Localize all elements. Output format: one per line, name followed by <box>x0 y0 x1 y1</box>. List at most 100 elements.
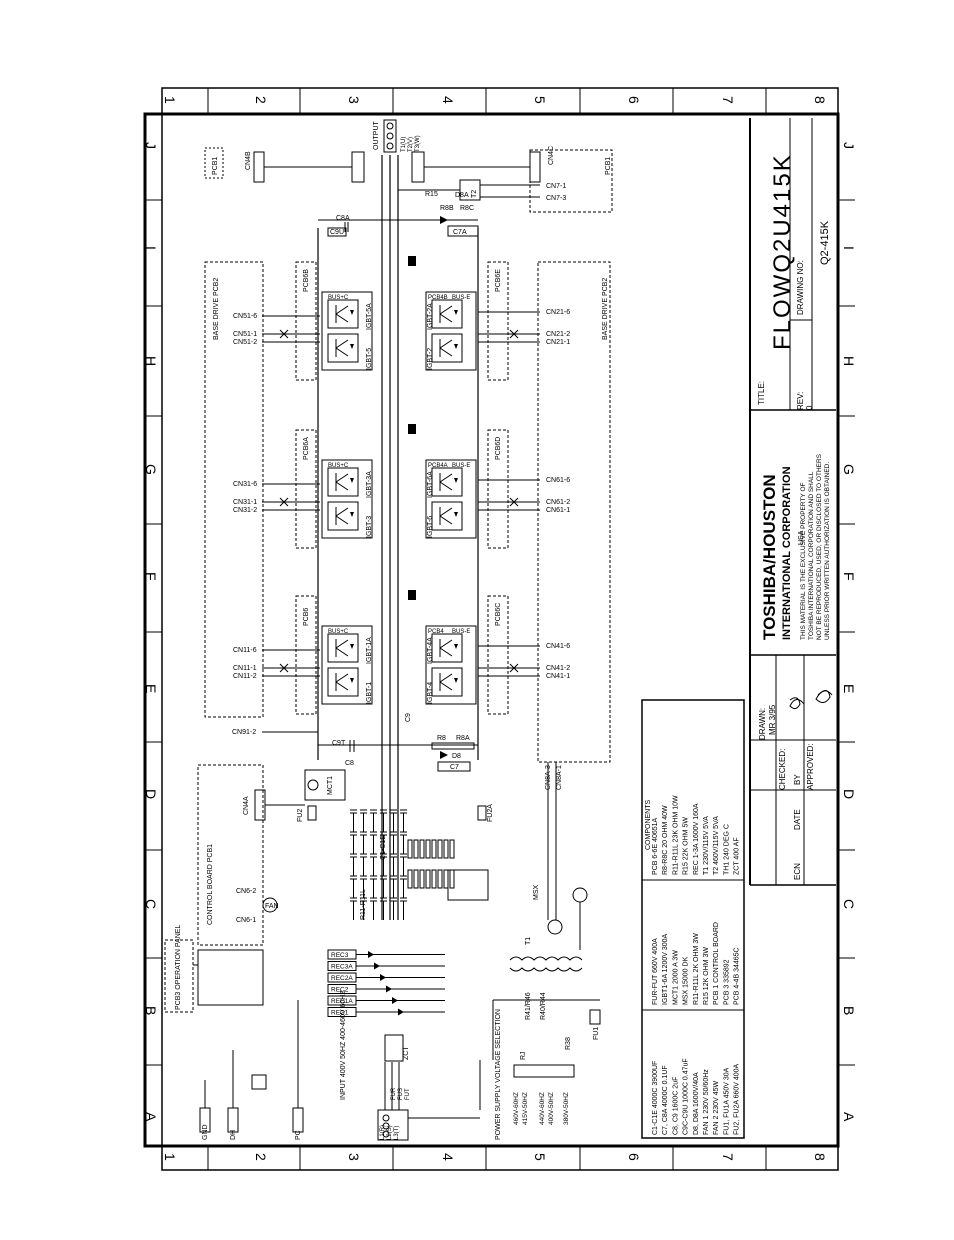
bus-minus-label: BUS-E <box>452 295 470 301</box>
rectifier-label: REC3A <box>331 964 353 971</box>
grid-number-bottom: 1 <box>162 1153 178 1161</box>
igbt-switch <box>431 633 463 663</box>
fu2a-label: FU2A <box>487 804 494 822</box>
bus-plus-label: BUS+C <box>328 463 349 469</box>
fu1-label: FU1 <box>593 1027 600 1040</box>
mct1-sensor-icon <box>307 779 319 791</box>
component-entry: REC 1-3A 1600V 160A <box>693 803 700 875</box>
component-entry: PCB 6-6E 40651A <box>652 817 659 875</box>
grid-letter-right: B <box>841 1006 857 1015</box>
company-name: TOSHIBA/HOUSTON <box>760 474 779 640</box>
grid-number-top: 7 <box>720 96 736 104</box>
drawn-label: DRAWN: <box>758 708 767 740</box>
igbt-lower-right-label: IGBT-2 <box>427 348 434 370</box>
grid-letter-left: J <box>143 142 159 149</box>
current-sensor-right <box>411 151 425 183</box>
fan-icon <box>262 897 278 913</box>
grid-number-bottom: 6 <box>626 1153 642 1161</box>
cn-right-label: CN21-6 <box>546 309 570 316</box>
r38-label: R38 <box>565 1037 572 1050</box>
input-fuse-label: FUT <box>405 1088 411 1100</box>
grid-number-top: 3 <box>346 96 362 104</box>
control-board-label: CONTROL BOARD PCB1 <box>207 844 214 925</box>
grid-number-top: 8 <box>812 96 828 104</box>
grid-number-top: 6 <box>626 96 642 104</box>
grid-letter-left: G <box>143 464 159 475</box>
grid-letter-right: A <box>841 1112 857 1122</box>
component-entry: T1 230V/115V 5VA <box>703 816 710 875</box>
drawing-no-group: Q2-415K <box>819 220 831 265</box>
output-terminal-label: T3(W) <box>415 135 421 152</box>
pcb6-right-label: PCB6C <box>495 603 502 626</box>
d8-diode <box>440 751 448 759</box>
grid-letter-right: C <box>841 899 857 909</box>
company-subname: INTERNATIONAL CORPORATION <box>781 466 793 640</box>
cn-left-label: CN11-6 <box>233 647 257 654</box>
igbt-upper-right-label: IGBT-4A <box>427 637 434 664</box>
c7a-label: C7A <box>453 229 467 236</box>
pcb6-left-label: PCB6B <box>303 269 310 292</box>
cn-left-label: CN31-1 <box>233 499 257 506</box>
component-entry: MSX 15000 DK <box>683 956 690 1005</box>
cn7-1-label: CN7-1 <box>546 183 566 190</box>
r8-resistor <box>431 742 475 750</box>
grid-number-bottom: 7 <box>720 1153 736 1161</box>
notice-line: THIS MATERIAL IS THE EXCLUSIVE PROPERTY … <box>800 482 807 640</box>
grid-letter-left: C <box>143 899 159 909</box>
msx-label: MSX <box>533 885 540 901</box>
title-label-group: TITLE: <box>757 381 766 405</box>
date-by-group: BY DATE ECN <box>793 774 802 880</box>
grid-letter-left: A <box>143 1112 159 1122</box>
grid-letter-right: G <box>841 464 857 475</box>
igbt-upper-right-label: IGBT-6A <box>427 471 434 498</box>
component-entry: FUR-FUT 660V 400A <box>652 938 659 1005</box>
igbt-lower-right-label: IGBT-4 <box>427 682 434 704</box>
pcb4-label: PCB4B <box>428 295 448 301</box>
fu2-label: FU2 <box>297 809 304 822</box>
component-entry: PCB 4-4B 34465C <box>734 947 741 1005</box>
component-entry: FU1, FU1A 450V 30A <box>723 1067 730 1135</box>
title-value-group: FLOWQ2U415K <box>769 153 796 350</box>
igbt-switch <box>327 333 359 363</box>
d8-label: D8 <box>452 753 461 760</box>
cn8a1-label: CN8A-1 <box>556 765 563 790</box>
grid-letter-right: I <box>841 246 857 250</box>
component-entry: C9C-C9U 1000C 0.47uF <box>683 1058 690 1135</box>
input-fuse-label: FUR <box>391 1087 397 1100</box>
notice-line: NOT BE REPRODUCED, USED, OR DISCLOSED TO… <box>816 453 823 640</box>
mct1-box <box>304 769 346 801</box>
components-header: COMPONENTS <box>645 800 652 851</box>
igbt-lower-label: IGBT-1 <box>366 682 373 704</box>
bus-plus-label: BUS+C <box>328 295 349 301</box>
igbt-switch <box>431 467 463 497</box>
base-drive-right-box <box>537 261 611 763</box>
r40-label: R40/R44 <box>540 992 547 1020</box>
r8c-label: R8C <box>460 205 474 212</box>
input-fuse-label: FUS <box>398 1088 404 1100</box>
mf1-fan-icon <box>572 887 588 903</box>
company-name-group: TOSHIBA/HOUSTON INTERNATIONAL CORPORATIO… <box>760 466 805 640</box>
igbt-upper-label: IGBT-5A <box>366 303 373 330</box>
zct-box <box>384 1034 404 1062</box>
component-entry: R15 22K OHM 5W <box>683 817 690 875</box>
rectifier-label: REC1 <box>331 1010 349 1017</box>
voltage-selection-block <box>513 1064 575 1078</box>
date-label: DATE <box>793 809 802 830</box>
input-rating-label: INPUT 400V 50HZ 400-460V 60HZ <box>340 990 347 1100</box>
component-entry: ZCT 400 AF <box>734 837 741 875</box>
drawing-no: Q2-415K <box>819 220 831 265</box>
output-terminal-label: T1(U) <box>401 137 407 152</box>
input-terminal-label: L3(T) <box>394 1126 400 1140</box>
t2-rect <box>447 869 489 901</box>
c9u-cap <box>327 227 347 237</box>
c9t-label: C9T <box>332 740 346 747</box>
pcb1-top-right-label: PCB1 <box>605 157 612 175</box>
grid-letter-left: E <box>143 684 159 693</box>
igbt-switch <box>327 633 359 663</box>
igbt-lower-label: IGBT-5 <box>366 348 373 370</box>
r41-label: R41/R46 <box>525 992 532 1020</box>
